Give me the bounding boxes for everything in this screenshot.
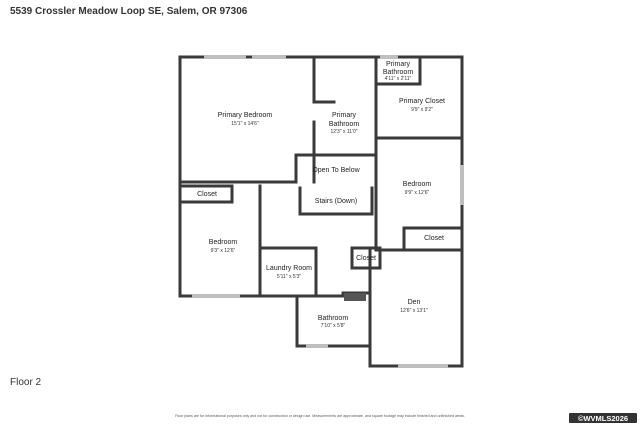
room-label-closet-left: Closet <box>197 191 217 198</box>
interior-wall <box>178 184 262 298</box>
room-label-laundry: Laundry Room <box>266 265 312 272</box>
interior-wall <box>312 55 422 157</box>
room-label-closet-right: Closet <box>424 235 444 242</box>
room-label-open-to-below: Open To Below <box>312 167 360 174</box>
room-label-primary-bath-wc-2: Bathroom <box>383 69 414 76</box>
room-dims-bedroom-right: 9'9" x 12'6" <box>405 190 430 196</box>
room-label-primary-bath-1: Primary <box>332 112 357 119</box>
interior-wall <box>402 226 464 250</box>
room-dims-primary-bath: 12'3" x 11'0" <box>330 129 357 135</box>
interior-wall <box>178 55 316 184</box>
room-dims-den: 12'6" x 13'1" <box>400 308 428 314</box>
floor-label: Floor 2 <box>10 377 42 388</box>
room-label-bedroom-right: Bedroom <box>403 181 432 188</box>
room-label-stairs: Stairs (Down) <box>315 198 357 205</box>
room-label-primary-bath-wc-1: Primary <box>386 61 411 68</box>
interior-wall <box>260 246 318 298</box>
interior-wall <box>374 136 464 252</box>
room-dims-primary-closet: 9'9" x 9'2" <box>411 107 433 113</box>
stair-landing <box>344 293 366 301</box>
room-dims-laundry: 5'11" x 5'3" <box>277 274 301 280</box>
copyright-text: ©WVMLS2026 <box>577 413 629 423</box>
room-label-primary-closet: Primary Closet <box>399 98 445 105</box>
interior-wall <box>298 186 374 216</box>
property-address: 5539 Crossler Meadow Loop SE, Salem, OR … <box>10 6 248 17</box>
room-label-closet-small: Closet <box>356 255 376 262</box>
room-label-den: Den <box>408 299 421 306</box>
room-label-primary-bedroom: Primary Bedroom <box>218 112 273 119</box>
room-label-bathroom: Bathroom <box>318 315 349 322</box>
interior-wall <box>350 246 382 270</box>
copyright-badge: ©WVMLS2026 <box>569 413 637 423</box>
room-dims-bathroom: 7'10" x 5'8" <box>321 323 346 329</box>
room-dims-bedroom-left: 9'3" x 12'6" <box>211 248 236 254</box>
room-dims-primary-bedroom: 15'1" x 14'6" <box>231 121 259 127</box>
room-label-bedroom-left: Bedroom <box>209 239 238 246</box>
room-label-primary-bath-2: Bathroom <box>329 121 360 128</box>
disclaimer: Floor plans are for informational purpos… <box>175 414 465 418</box>
room-dims-primary-bath-wc: 4'11" x 2'11" <box>385 76 412 82</box>
